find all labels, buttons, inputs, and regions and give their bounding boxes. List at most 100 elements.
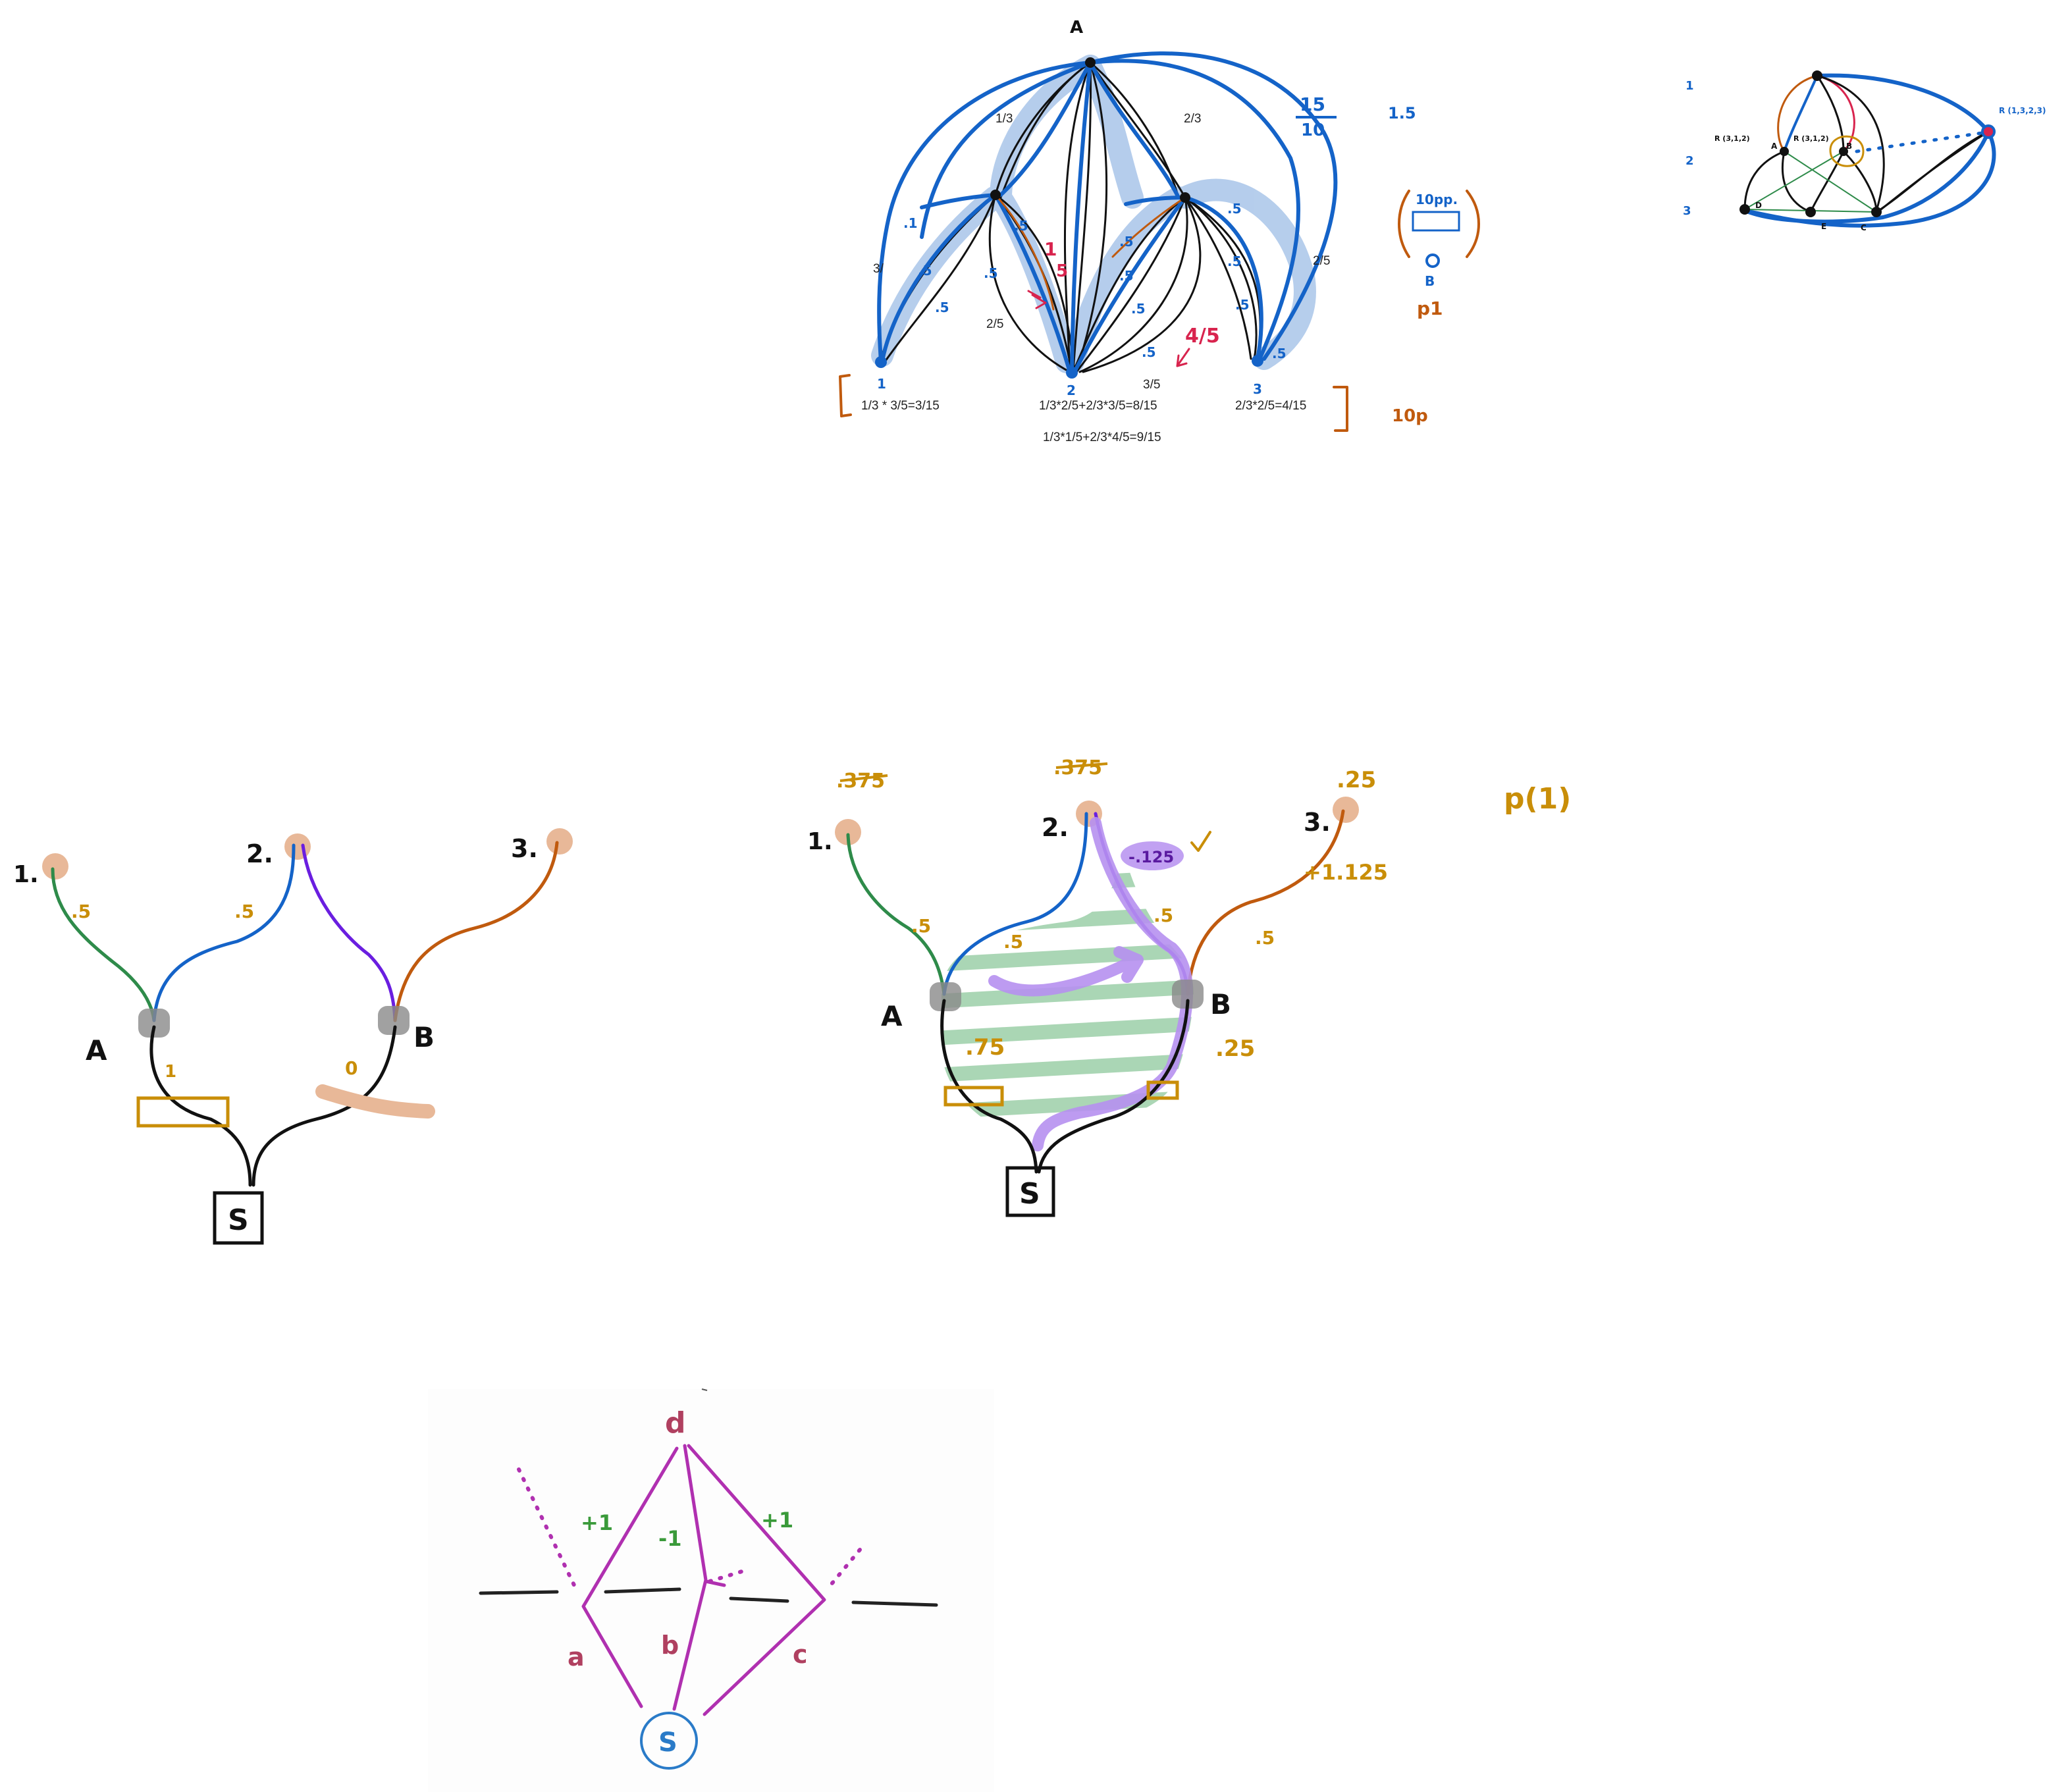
blue-mark: .5 xyxy=(1235,297,1250,313)
node-a-label: A xyxy=(1070,18,1083,38)
blue-mark: .5 xyxy=(1142,344,1156,360)
mini-label-a-left: R (3,1,2) xyxy=(1714,134,1750,143)
node-2-label: 2 xyxy=(1067,382,1076,398)
middle-tree: S 1. 2. 3. A B .375 .375 .25 -.125 +1.12… xyxy=(807,756,1571,1217)
left-weight-blue: .5 xyxy=(234,901,254,922)
label-10pp: 10pp. xyxy=(1416,192,1458,207)
red-mark-4-5: 4/5 xyxy=(1185,325,1220,348)
left-gold-box xyxy=(136,1096,230,1128)
mini-node-a xyxy=(1780,147,1789,156)
mid-top-value-3: .25 xyxy=(1337,767,1376,793)
mid-gold-box-left xyxy=(943,1086,1004,1107)
mini-label-a: A xyxy=(1771,142,1778,151)
mini-label-e: E xyxy=(1821,222,1826,231)
blue-mark: .5 xyxy=(935,300,949,315)
photo-plus1-right: +1 xyxy=(761,1508,793,1533)
mid-weight-inner: .5 xyxy=(1003,931,1023,953)
photo-paper xyxy=(428,1389,994,1792)
mid-weight-green: .5 xyxy=(911,915,931,937)
mid-weight-right: .5 xyxy=(1255,927,1275,949)
mid-node-b: B xyxy=(1210,988,1231,1020)
left-node-2: 2. xyxy=(246,839,273,868)
edge-label-2-5-right: 2/5 xyxy=(1313,254,1330,268)
mid-source-label: S xyxy=(1019,1177,1040,1211)
mini-row-3: 3 xyxy=(1683,204,1691,218)
photo-source-node xyxy=(640,1712,698,1770)
edge-label-2-5: 2/5 xyxy=(986,317,1003,331)
mid-gold-box-right xyxy=(1146,1080,1179,1100)
blue-mark: .1 xyxy=(903,215,918,231)
blue-weight-marks: .1 .5 .5 .5 .5 .5 .5 .5 .5 .5 .5 .5 .5 xyxy=(903,201,1287,361)
photo-node-a: a xyxy=(568,1643,585,1672)
blue-circle xyxy=(1425,253,1440,268)
mid-p1-label: p(1) xyxy=(1504,782,1571,816)
mid-weight-b: .25 xyxy=(1215,1036,1255,1062)
mini-label-b-left: R (3,1,2) xyxy=(1793,134,1829,143)
photo-node-c: c xyxy=(793,1640,808,1669)
left-node-b: B xyxy=(413,1021,435,1053)
node-1-label: 1 xyxy=(877,376,886,392)
mini-node-c xyxy=(1871,207,1882,217)
blue-box xyxy=(1412,211,1460,232)
mini-node-d xyxy=(1739,204,1750,215)
mid-node-3: 3. xyxy=(1304,808,1331,837)
label-10p: 10p xyxy=(1392,406,1428,426)
node-1 xyxy=(875,356,887,368)
fraction-numerator: 15 xyxy=(1300,93,1325,115)
photo-minus1: -1 xyxy=(658,1526,682,1551)
top-graph: A 1 2 3 1/3 2/3 3/ 2/5 3/5 2/5 1/3 * 3/5… xyxy=(839,18,1480,444)
mid-weight-a: .75 xyxy=(965,1034,1005,1061)
red-arrow-right xyxy=(1176,348,1190,367)
mid-top-values: .375 .375 .25 xyxy=(836,756,1376,793)
mini-graph: 1 2 3 R (3,1,2) A R (3,1,2) B R (1,3,2,3… xyxy=(1683,70,2046,232)
left-node-1: 1. xyxy=(13,861,39,888)
blue-mark: .5 xyxy=(1131,301,1146,317)
mini-node-e xyxy=(1805,207,1816,217)
left-junction-b xyxy=(378,1006,410,1035)
left-weight-a: 1 xyxy=(165,1062,176,1082)
blue-mark: .5 xyxy=(1119,234,1134,250)
output-node-2-alt: 1/3*1/5+2/3*4/5=9/15 xyxy=(1043,431,1161,444)
mini-node-right xyxy=(1981,124,1996,139)
fraction-denominator: 10 xyxy=(1301,120,1325,140)
purple-arrow xyxy=(988,946,1144,997)
highlight-bands xyxy=(871,55,1316,373)
mid-purple-value: -.125 xyxy=(1128,848,1174,866)
mid-node-2: 2. xyxy=(1042,813,1069,842)
mini-label-b: B xyxy=(1846,142,1852,151)
blue-mark: .5 xyxy=(984,265,998,281)
red-mark-5: 5 xyxy=(1056,261,1068,281)
photo-node-d: d xyxy=(665,1406,686,1440)
red-arrow-left xyxy=(1027,290,1047,309)
photo-plus1-left: +1 xyxy=(581,1510,613,1535)
node-2 xyxy=(1066,367,1078,379)
orange-paren-right xyxy=(1466,190,1480,258)
output-node-3: 2/3*2/5=4/15 xyxy=(1235,399,1306,413)
edge-label-3-5: 3/5 xyxy=(1143,378,1160,392)
edge-label-2-3: 2/3 xyxy=(1184,112,1201,126)
blue-edges xyxy=(877,51,1338,374)
mini-label-c: C xyxy=(1861,223,1867,232)
left-weight-b: 0 xyxy=(345,1057,358,1079)
label-b: B xyxy=(1425,273,1435,289)
photo-node-b: b xyxy=(661,1631,679,1660)
mid-node-a: A xyxy=(881,1000,903,1032)
blue-mark: .5 xyxy=(918,263,932,278)
left-source-label: S xyxy=(228,1203,249,1237)
mini-node-top xyxy=(1812,70,1822,81)
left-junction-a xyxy=(138,1009,170,1038)
left-tan-stroke xyxy=(315,1084,435,1119)
node-3 xyxy=(1252,355,1263,367)
mini-label-right: R (1,3,2,3) xyxy=(1999,106,2046,115)
mid-weight-right-inner: .5 xyxy=(1154,905,1173,926)
orange-paren-left xyxy=(1398,190,1410,258)
left-weight-green: .5 xyxy=(71,901,91,922)
output-node-2: 1/3*2/5+2/3*3/5=8/15 xyxy=(1039,399,1157,413)
edge-label-1-3: 1/3 xyxy=(995,112,1013,126)
node-left xyxy=(990,190,1001,200)
mini-node-b xyxy=(1839,147,1848,156)
blue-mark: .5 xyxy=(1227,253,1242,269)
blue-mark: .5 xyxy=(1227,201,1242,217)
purple-value-badge xyxy=(1121,841,1184,870)
